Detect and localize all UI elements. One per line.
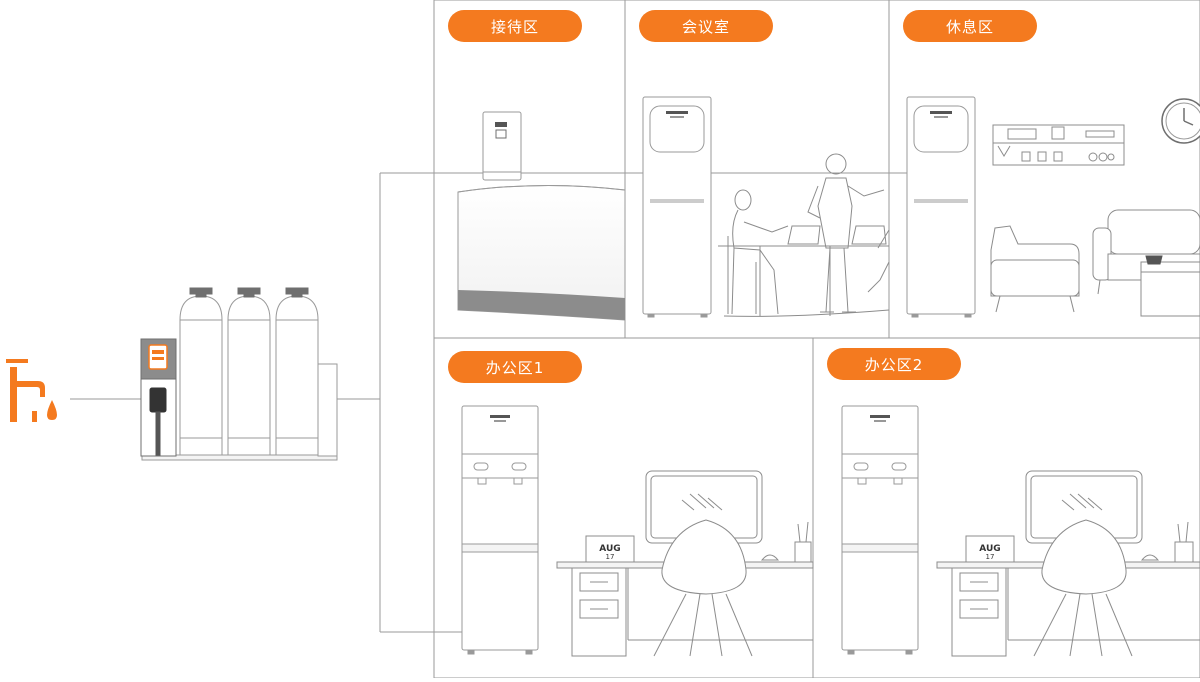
water-drop-icon bbox=[47, 400, 57, 420]
calendar-day: 17 bbox=[606, 553, 615, 561]
office1-dispenser bbox=[461, 405, 539, 655]
lounge-armchair bbox=[990, 225, 1080, 313]
meeting-room-dispenser bbox=[642, 96, 712, 318]
filter-tanks bbox=[179, 287, 319, 456]
calendar-month: AUG bbox=[979, 544, 1000, 554]
wall-shelf bbox=[992, 124, 1125, 166]
calendar-month: AUG bbox=[599, 544, 620, 554]
faucet-icon bbox=[6, 359, 45, 422]
filter-tank-1 bbox=[179, 287, 223, 456]
filter-tank-3 bbox=[275, 287, 319, 456]
zone-label-office2: 办公区2 bbox=[827, 348, 961, 380]
calendar-day: 17 bbox=[986, 553, 995, 561]
office1-workstation bbox=[556, 470, 814, 657]
zone-label-meeting: 会议室 bbox=[639, 10, 773, 42]
zone-label-reception: 接待区 bbox=[448, 10, 582, 42]
lounge-dispenser bbox=[906, 96, 976, 318]
calendar-icon bbox=[585, 535, 635, 563]
zone-label-lounge: 休息区 bbox=[903, 10, 1037, 42]
lounge-sofa bbox=[1092, 209, 1200, 317]
office2-workstation bbox=[936, 470, 1200, 657]
reception-wall-dispenser bbox=[482, 111, 522, 181]
calendar-text: AUG 17 AUG 17 bbox=[599, 544, 1000, 561]
calendar-icon bbox=[965, 535, 1015, 563]
clock-icon bbox=[1161, 98, 1200, 144]
meeting-people-sketch bbox=[718, 153, 890, 317]
office2-dispenser bbox=[841, 405, 919, 655]
zone-label-office1: 办公区1 bbox=[448, 351, 582, 383]
reception-desk bbox=[457, 184, 626, 321]
filter-tank-2 bbox=[227, 287, 271, 456]
